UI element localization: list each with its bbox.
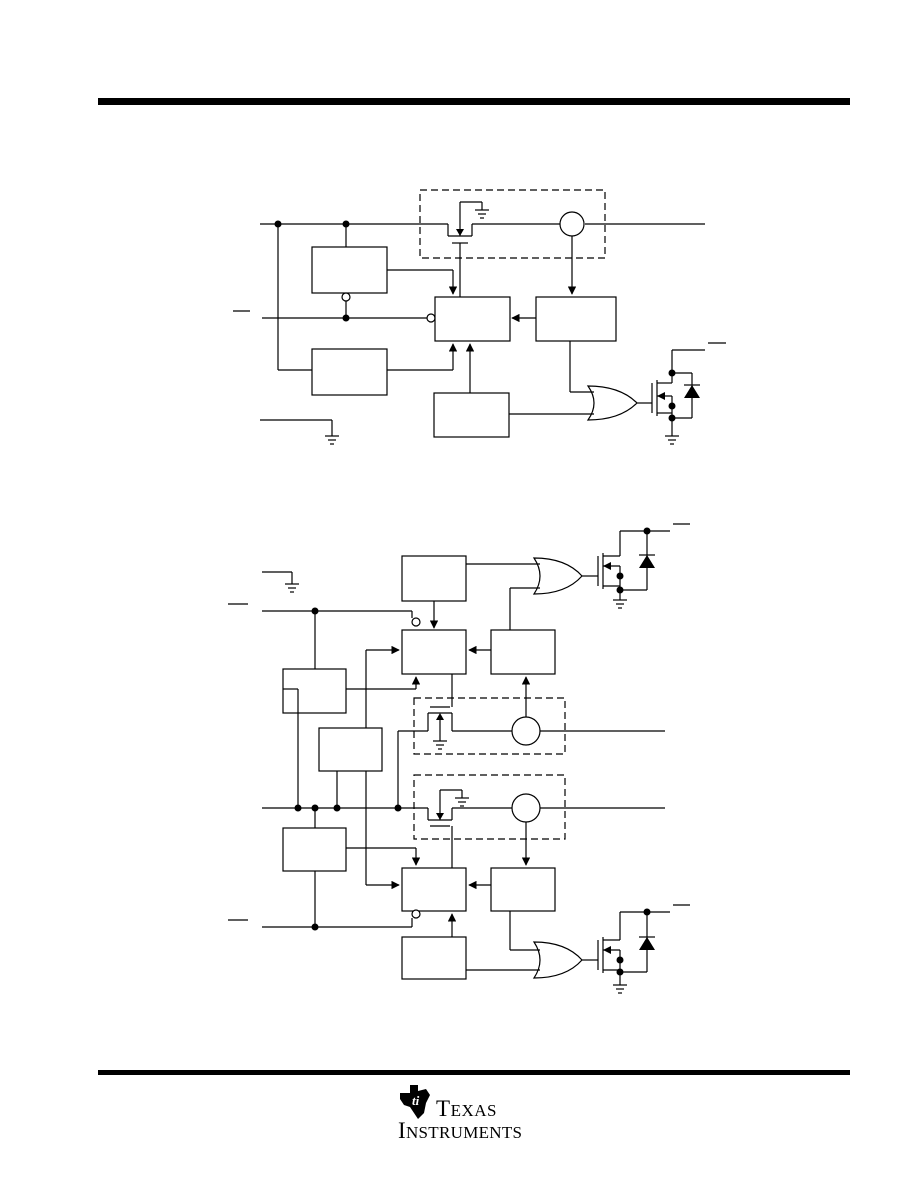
ti-state-icon: ti <box>400 1085 430 1119</box>
block-thermal <box>433 392 510 438</box>
current-sense-1 <box>511 716 541 746</box>
block-diagram-dual-channel <box>228 523 690 994</box>
inverting-bubble <box>426 313 436 323</box>
block-thermal-1 <box>401 555 467 602</box>
block-charge-pump <box>311 246 388 294</box>
inverting-bubble <box>411 617 421 627</box>
junction-dot <box>394 804 402 812</box>
block-driver <box>434 296 511 342</box>
fet-arrow <box>603 946 611 954</box>
diode-body <box>639 937 655 950</box>
inverting-bubble <box>411 909 421 919</box>
svg-text:ti: ti <box>412 1093 420 1108</box>
logo-wordmark-texas: TEXAS <box>436 1096 497 1121</box>
power-switch-2-enclosure <box>413 774 566 840</box>
block-thermal-2 <box>401 936 467 980</box>
block-uvlo <box>311 348 388 396</box>
junction-dot <box>668 414 676 422</box>
or-gate <box>586 385 638 421</box>
block-driver-2 <box>401 867 467 912</box>
current-sense <box>559 211 585 237</box>
junction-dot <box>616 586 624 594</box>
diode-body <box>639 555 655 568</box>
block-charge-pump-1 <box>282 668 347 714</box>
current-sense-2 <box>511 793 541 823</box>
block-current-limit-2 <box>490 867 556 912</box>
footer-rule <box>98 1070 850 1075</box>
power-switch-enclosure <box>419 189 606 259</box>
fet-arrow <box>603 562 611 570</box>
texas-instruments-logo: ti TEXAS INSTRUMENTS <box>396 1083 556 1143</box>
logo-wordmark-instruments: INSTRUMENTS <box>398 1118 523 1143</box>
fet-arrow <box>657 392 665 400</box>
power-switch-1-enclosure <box>413 697 566 755</box>
junction-dot <box>616 956 624 964</box>
diode-body <box>684 385 700 398</box>
block-driver-1 <box>401 629 467 675</box>
switch-arrow <box>436 813 444 820</box>
junction-dot <box>294 804 302 812</box>
header-rule <box>98 98 850 105</box>
junction-dot <box>342 220 350 228</box>
or-gate-1 <box>532 557 583 595</box>
junction-dot <box>311 607 319 615</box>
switch-arrow <box>436 713 444 720</box>
junction-dot <box>311 804 319 812</box>
junction-dot <box>643 527 651 535</box>
junction-dot <box>274 220 282 228</box>
or-gate-2 <box>532 941 583 979</box>
junction-dot <box>616 572 624 580</box>
block-uvlo <box>318 727 383 772</box>
block-current-limit <box>535 296 617 342</box>
junction-dot <box>311 923 319 931</box>
switch-arrow <box>456 229 464 236</box>
junction-dot <box>668 369 676 377</box>
block-charge-pump-2 <box>282 827 347 872</box>
junction-dot <box>342 314 350 322</box>
inverting-bubble <box>341 292 351 302</box>
block-diagram-single-channel <box>233 189 726 445</box>
junction-dot <box>668 402 676 410</box>
junction-dot <box>333 804 341 812</box>
junction-dot <box>643 908 651 916</box>
block-current-limit-1 <box>490 629 556 675</box>
junction-dot <box>616 968 624 976</box>
